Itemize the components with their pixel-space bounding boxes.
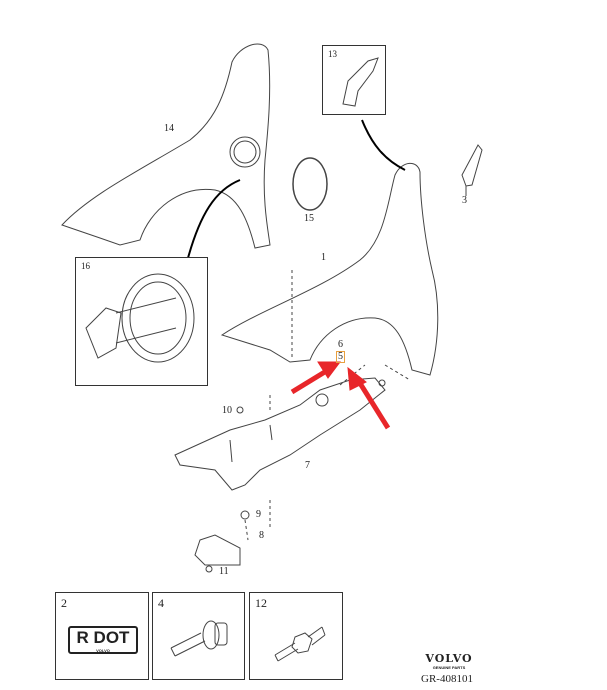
callout-7: 7: [305, 460, 310, 471]
callout-3: 3: [462, 195, 467, 206]
callout-8: 8: [259, 530, 264, 541]
highlight-arrows: [290, 361, 391, 430]
part-number: 12: [255, 596, 267, 610]
fuel-filler-opening: [229, 136, 261, 168]
callout-6: 6: [338, 339, 343, 350]
brand-tagline: GENUINE PARTS: [432, 665, 466, 670]
callout-1: 1: [321, 252, 326, 263]
seal-15: [292, 157, 328, 211]
fender-1: [220, 162, 439, 376]
subframe-7: [174, 377, 386, 491]
diagram-code: GR-408101: [421, 673, 473, 685]
part-3: [461, 144, 483, 187]
stud-drawing: [274, 626, 326, 662]
detail-box-16: 16: [75, 257, 208, 386]
part-number: 4: [158, 596, 164, 610]
brand-name: VOLVO: [425, 652, 473, 665]
callout-10: 10: [222, 405, 232, 416]
callout-15: 15: [304, 213, 314, 224]
callout-14: 14: [164, 123, 174, 134]
parts-box-12: 12: [249, 592, 343, 680]
bracket-13-drawing: [342, 57, 379, 107]
callout-9: 9: [256, 509, 261, 520]
parts-box-4: 4: [152, 592, 245, 680]
callout-11: 11: [219, 566, 229, 577]
detail-number: 16: [81, 261, 90, 271]
detail-number: 13: [328, 49, 337, 59]
bracket-8: [194, 534, 241, 566]
label-subtext: VOLVO: [96, 648, 110, 653]
volvo-logo: VOLVO GENUINE PARTS: [424, 652, 474, 670]
callout-5: 5: [336, 351, 345, 363]
fuel-flap-drawing: [85, 273, 195, 363]
part-number: 2: [61, 596, 67, 610]
fender-14: [61, 43, 271, 249]
label-text: R DOT: [76, 628, 130, 647]
bolt-drawing: [170, 620, 228, 657]
detail-box-13: 13: [322, 45, 386, 115]
